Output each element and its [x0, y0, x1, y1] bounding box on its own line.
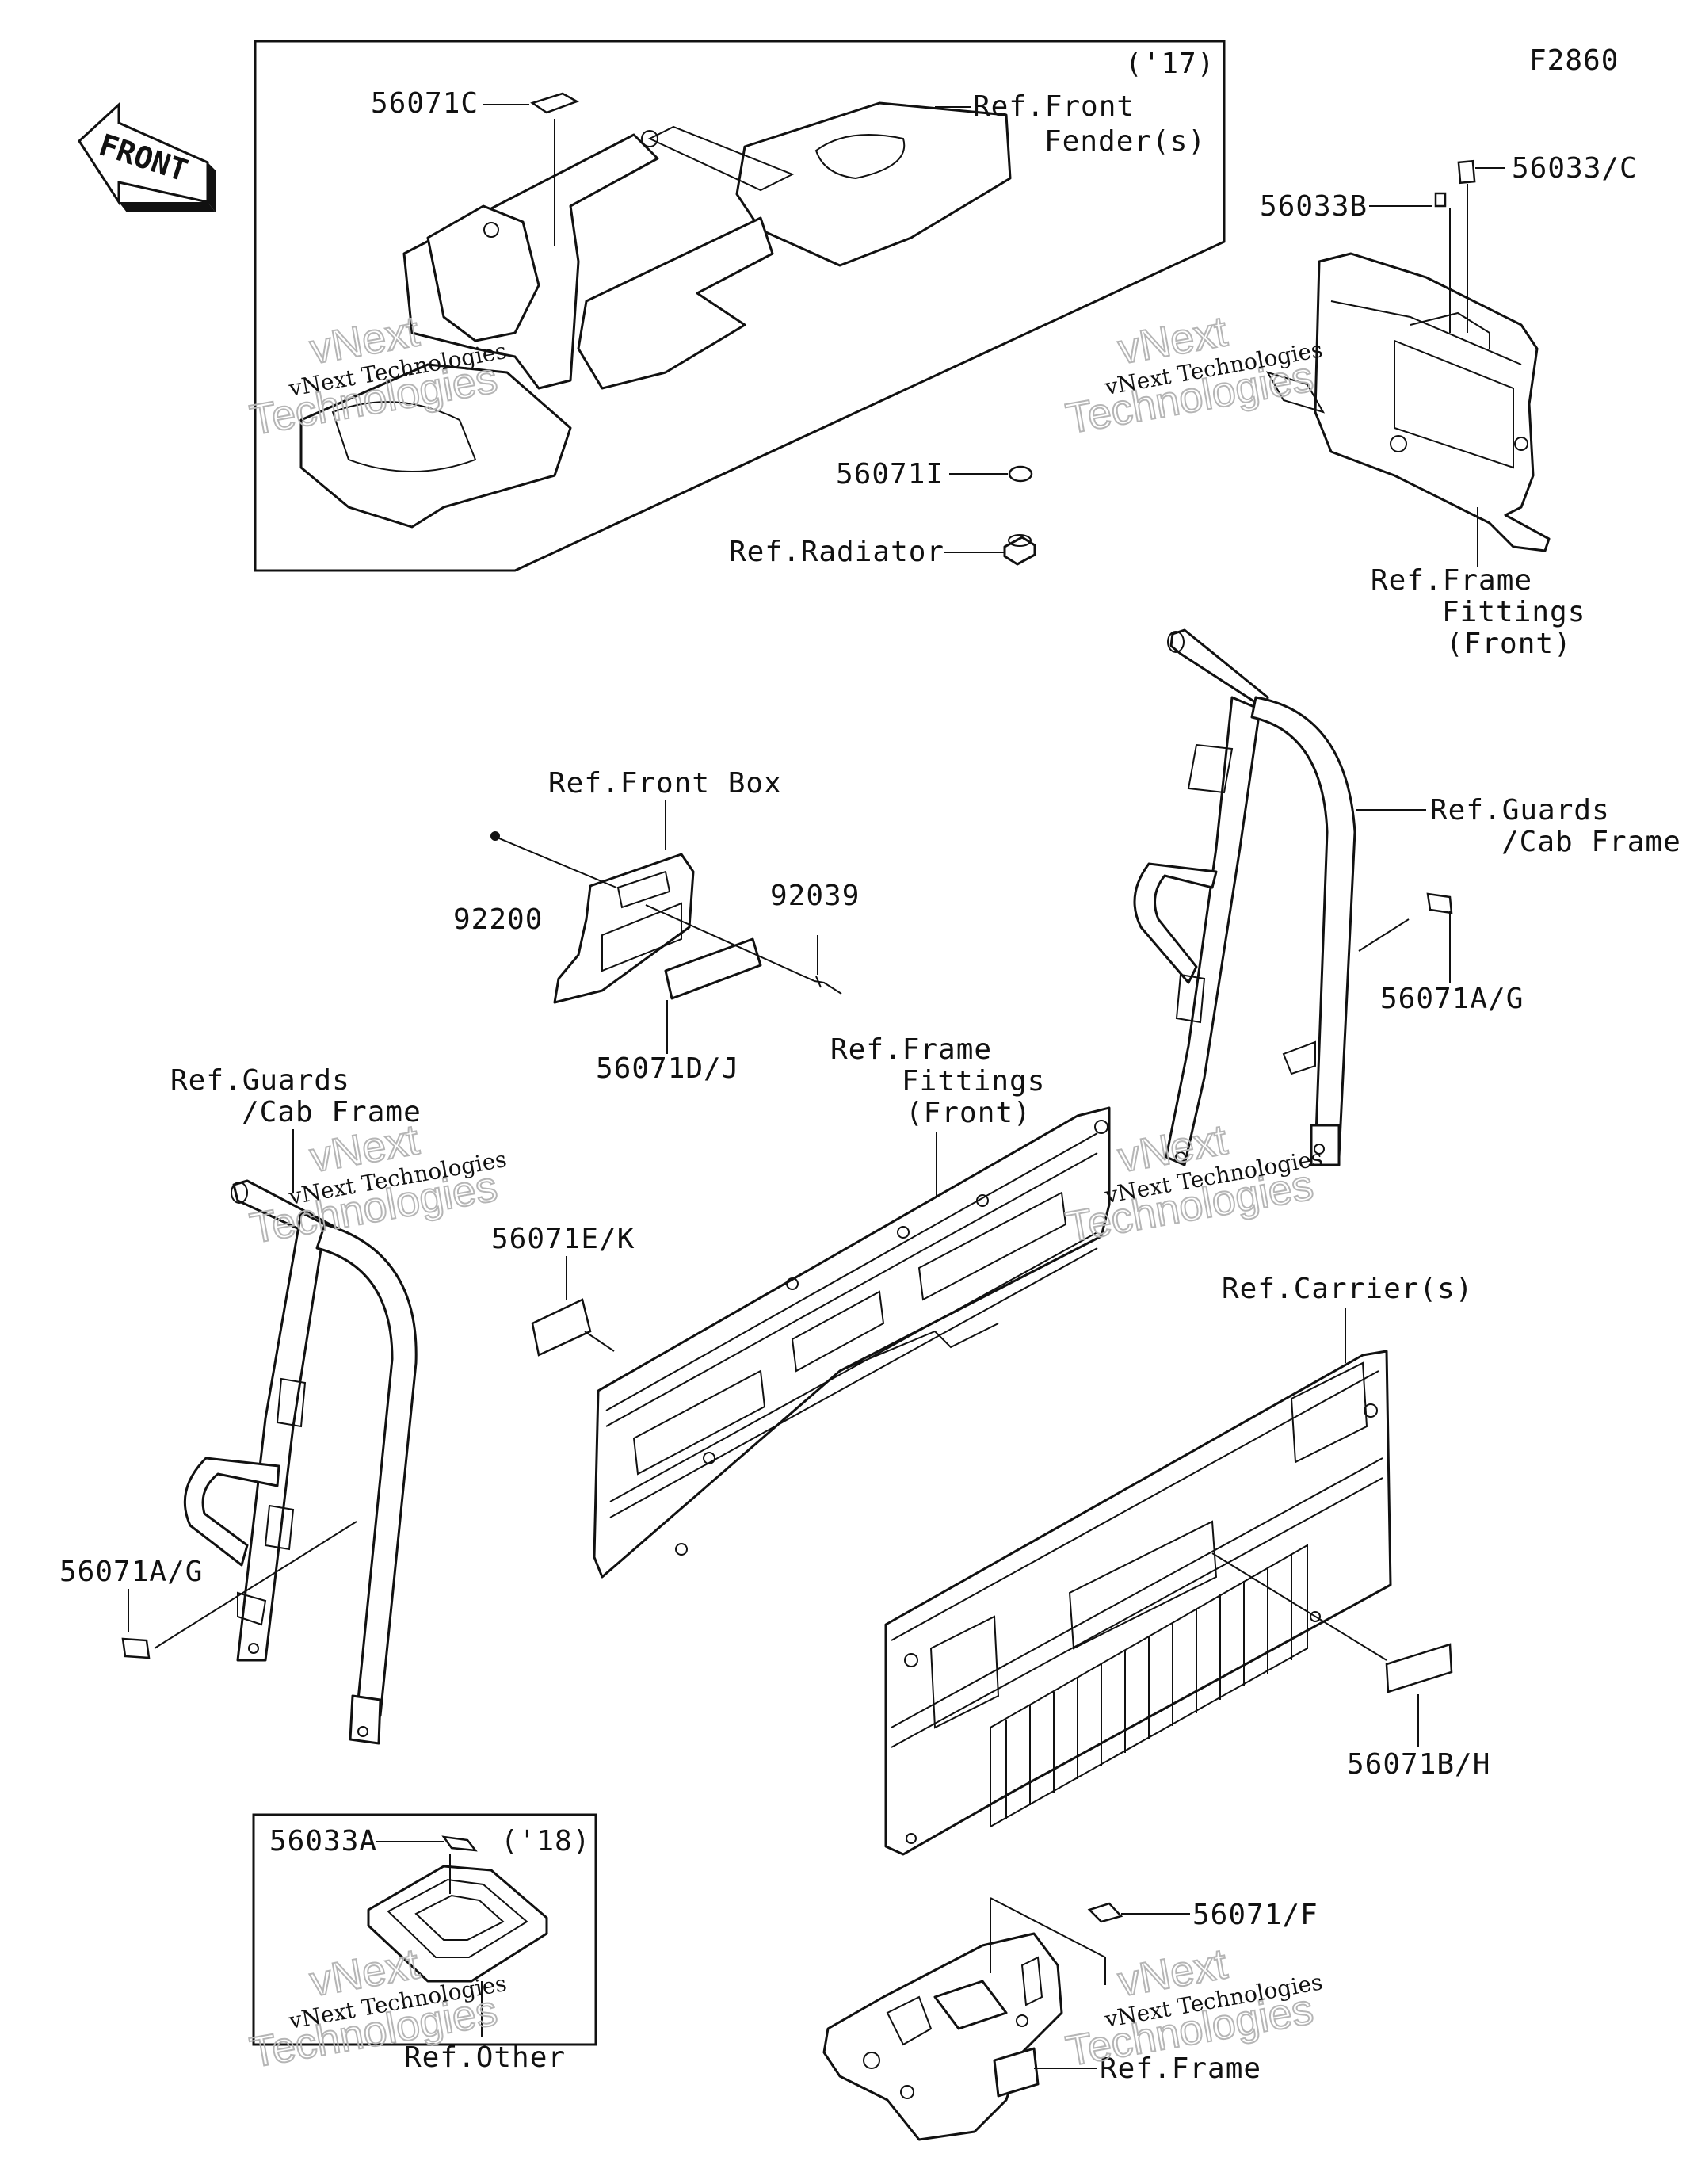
- decal-56071i: [1008, 465, 1033, 483]
- front-box-part: [553, 853, 762, 1004]
- label-ref-frame-fittings-r-1: Ref.Frame: [1371, 564, 1532, 597]
- label-56033a: 56033A: [269, 1825, 377, 1858]
- decal-56071bh: [1385, 1643, 1453, 1693]
- decal-56071ag-right: [1426, 892, 1453, 914]
- screw-92200: [490, 831, 500, 841]
- guards-cab-frame-left-part: [183, 1179, 418, 1745]
- inset-2017: ('17) 56071C Ref.Front Fender(s): [254, 40, 1226, 572]
- label-56071dj: 56071D/J: [596, 1052, 739, 1085]
- inset-2018: ('18) 56033A Ref.Other: [252, 1813, 597, 2074]
- label-56033b: 56033B: [1260, 190, 1368, 223]
- label-56071i: 56071I: [836, 458, 944, 491]
- frame-fittings-front-part: [1265, 252, 1551, 552]
- clip-92039: [814, 976, 842, 995]
- label-ref-front-box: Ref.Front Box: [548, 767, 782, 800]
- decal-56071c: [530, 92, 579, 114]
- label-56071ag-right: 56071A/G: [1380, 983, 1524, 1015]
- inset-2017-year: ('17): [1125, 48, 1215, 80]
- decal-56033c: [1457, 159, 1476, 185]
- inset-2017-border: [254, 40, 1226, 572]
- inset-2018-year: ('18): [501, 1825, 590, 1858]
- label-ref-frame-fittings-r-2: Fittings: [1442, 596, 1585, 628]
- label-ref-other: Ref.Other: [404, 2041, 566, 2074]
- label-92200: 92200: [453, 903, 543, 936]
- label-ref-guards-l-1: Ref.Guards: [170, 1064, 350, 1097]
- front-fender-part: [299, 101, 1012, 529]
- radiator-cap-part: [1003, 534, 1036, 566]
- cover-part: [367, 1865, 548, 1983]
- label-ref-frame-fittings-c-2: Fittings: [902, 1065, 1045, 1098]
- label-ref-radiator: Ref.Radiator: [729, 536, 944, 568]
- watermark-2: vNext Technologies vNext Technologies: [1062, 307, 1325, 444]
- label-ref-guards-r-2: /Cab Frame: [1501, 826, 1681, 858]
- guards-cab-frame-right-part: [1133, 628, 1356, 1166]
- center-panel-part: [593, 1106, 1111, 1579]
- label-ref-frame: Ref.Frame: [1100, 2052, 1261, 2085]
- figure-code: F2860: [1529, 44, 1619, 77]
- decal-56033b: [1434, 192, 1447, 208]
- carrier-panel-part: [884, 1350, 1392, 1856]
- decal-56071ag-left: [121, 1637, 151, 1659]
- label-ref-guards-r-1: Ref.Guards: [1430, 794, 1610, 827]
- frame-part: [822, 1932, 1063, 2141]
- watermark-6: vNext Technologies vNext Technologies: [1062, 1939, 1325, 2076]
- label-92039: 92039: [770, 880, 860, 912]
- label-56071ek: 56071E/K: [491, 1223, 635, 1255]
- label-ref-frame-fittings-r-3: (Front): [1446, 628, 1572, 660]
- decal-56071ek: [531, 1298, 592, 1357]
- label-ref-carriers: Ref.Carrier(s): [1222, 1273, 1473, 1305]
- label-56071c: 56071C: [371, 87, 479, 120]
- decal-56071f: [1087, 1902, 1123, 1923]
- inset-2018-border: [252, 1813, 597, 2046]
- label-56071bh: 56071B/H: [1347, 1748, 1490, 1781]
- label-56033c: 56033/C: [1512, 152, 1638, 185]
- label-ref-frame-fittings-c-1: Ref.Frame: [830, 1033, 992, 1066]
- label-ref-frame-fittings-c-3: (Front): [906, 1097, 1032, 1129]
- decal-56033a: [441, 1835, 478, 1852]
- label-ref-front-fender-2: Fender(s): [1044, 125, 1206, 158]
- label-ref-front-fender-1: Ref.Front: [973, 90, 1135, 123]
- front-direction-arrow-icon: FRONT: [78, 101, 216, 212]
- label-56071ag-left: 56071A/G: [59, 1556, 203, 1588]
- label-56071f: 56071/F: [1192, 1899, 1318, 1931]
- label-ref-guards-l-2: /Cab Frame: [242, 1096, 422, 1128]
